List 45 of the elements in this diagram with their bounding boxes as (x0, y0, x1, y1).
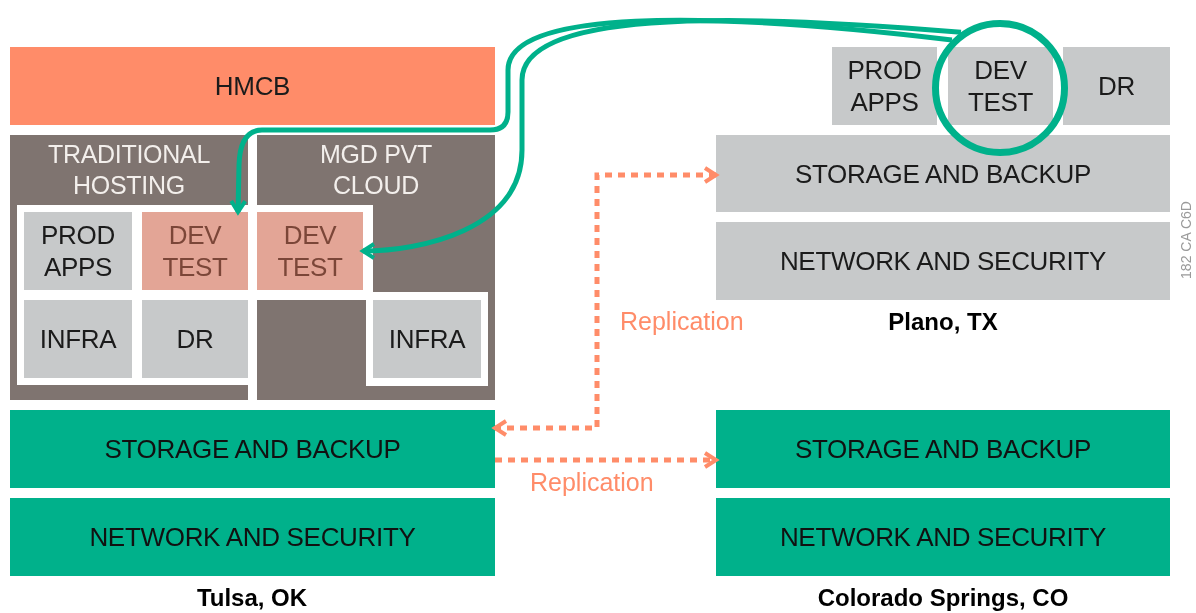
node-label: DEV TEST (161, 219, 229, 283)
tier-bar (10, 47, 495, 125)
node-label: STORAGE AND BACKUP (104, 433, 401, 465)
curved-arrow (229, 17, 953, 214)
node-label: STORAGE AND BACKUP (794, 433, 1092, 465)
tier-bar (10, 410, 495, 488)
location-label: Plano, TX (888, 308, 998, 336)
service-box (142, 212, 248, 290)
tier-bar (716, 498, 1170, 576)
dotted-arrow (495, 451, 718, 469)
service-box (948, 47, 1053, 125)
node-label: DR (176, 323, 214, 355)
node-label: HMCB (214, 70, 291, 102)
node-label: TRADITIONAL HOSTING (47, 139, 211, 201)
node-label: PROD APPS (40, 219, 116, 283)
node-label: MGD PVT CLOUD (319, 139, 433, 201)
service-box (142, 300, 248, 378)
tier-bar (716, 222, 1170, 300)
node-label: DEV TEST (966, 54, 1035, 118)
node-label: NETWORK AND SECURITY (779, 521, 1107, 553)
node-label: DEV TEST (276, 219, 344, 283)
node-label: INFRA (388, 323, 466, 355)
figure-code: 182 CA C6D (1178, 201, 1194, 279)
service-box (832, 47, 937, 125)
node-label: STORAGE AND BACKUP (794, 157, 1092, 190)
node-label: NETWORK AND SECURITY (89, 521, 416, 553)
dotted-arrow (493, 166, 718, 437)
location-label: Tulsa, OK (196, 584, 308, 612)
tier-bar (716, 410, 1170, 488)
group-panel (257, 135, 495, 400)
service-box (257, 212, 363, 290)
service-box (24, 212, 132, 290)
node-label: DR (1098, 70, 1135, 102)
service-box (1063, 47, 1170, 125)
node-label: NETWORK AND SECURITY (779, 245, 1107, 277)
location-label: Colorado Springs, CO (817, 584, 1069, 612)
node-label: PROD APPS (846, 54, 923, 118)
tier-bar (10, 498, 495, 576)
group-panel (10, 135, 248, 400)
service-box (373, 300, 481, 378)
highlight-circle (932, 20, 1068, 156)
curved-arrow (361, 18, 962, 260)
node-label: INFRA (39, 323, 117, 355)
tier-bar (716, 135, 1170, 212)
service-box (24, 300, 132, 378)
